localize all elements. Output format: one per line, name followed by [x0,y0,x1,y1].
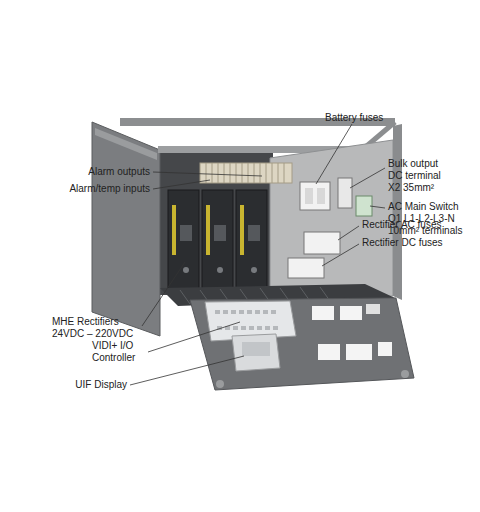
callout-label: Battery fuses [325,112,383,124]
callout-label: Rectifier AC fuses [362,219,441,231]
callout-label: UIF Display [75,379,127,391]
callout-label: Rectifier DC fuses [362,237,443,249]
callout-label: Alarm/temp inputs [69,183,150,195]
callout-label: VIDI+ I/O Controller [92,340,146,364]
callout-label: MHE Rectifiers 24VDC – 220VDC [52,316,140,340]
callout-label: Alarm outputs [88,166,150,178]
callout-label: Bulk output DC terminal X2 35mm² [388,158,452,194]
